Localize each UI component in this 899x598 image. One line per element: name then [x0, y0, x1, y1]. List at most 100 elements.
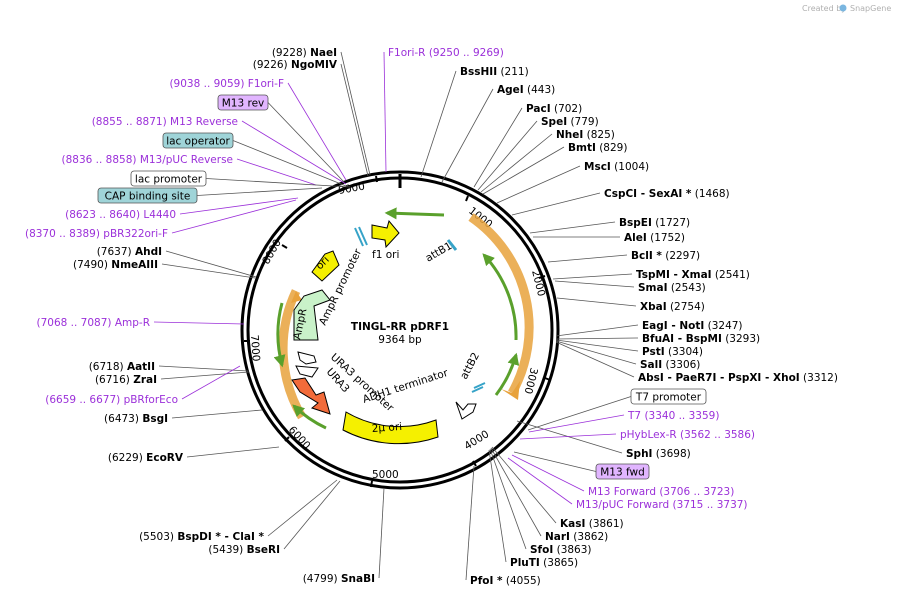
restriction-site-label[interactable]: NarI (3862): [545, 531, 608, 543]
site-leader: [555, 341, 635, 378]
primer-label[interactable]: (9038 .. 9059) F1ori-F: [169, 78, 284, 90]
site-leader: [420, 70, 457, 178]
svg-text:AleI (1752): AleI (1752): [624, 232, 685, 244]
primer-label[interactable]: F1ori-R (9250 .. 9269): [388, 47, 504, 59]
restriction-site-label[interactable]: PluTI (3865): [510, 557, 578, 569]
primer-label[interactable]: (8370 .. 8389) pBR322ori-F: [25, 228, 168, 240]
site-name: AatII: [127, 361, 155, 373]
primer-range: (7068 .. 7087): [37, 317, 115, 329]
restriction-site-label[interactable]: TspMI - XmaI (2541): [636, 269, 750, 281]
site-leader: [267, 479, 338, 537]
restriction-site-label[interactable]: (6718) AatII: [89, 361, 155, 373]
restriction-site-label[interactable]: (6473) BsgI: [104, 413, 168, 425]
restriction-site-label[interactable]: BclI * (2297): [631, 250, 700, 262]
tick-2000: 2000: [529, 269, 547, 298]
restriction-site-label[interactable]: BspEI (1727): [619, 217, 690, 229]
restriction-site-label[interactable]: (6716) ZraI: [95, 374, 157, 386]
feature-2mu-ori[interactable]: [342, 411, 439, 445]
restriction-site-label[interactable]: AbsI - PaeR7I - PspXI - XhoI (3312): [638, 372, 838, 384]
svg-text:pHybLex-R (3562 .. 3586): pHybLex-R (3562 .. 3586): [620, 429, 755, 441]
restriction-site-label[interactable]: AleI (1752): [624, 232, 685, 244]
site-name: MscI: [584, 161, 611, 173]
restriction-site-label[interactable]: (5503) BspDI * - ClaI *: [139, 531, 264, 543]
restriction-site-label[interactable]: SfoI (3863): [530, 544, 592, 556]
restriction-site-label[interactable]: EagI - NotI (3247): [642, 320, 743, 332]
restriction-site-label[interactable]: (9226) NgoMIV: [253, 59, 338, 71]
restriction-site-label[interactable]: PfoI * (4055): [470, 575, 541, 587]
feature-adh1-terminator[interactable]: [455, 401, 477, 420]
primer-range: (3715 .. 3737): [673, 499, 748, 511]
feature-box-label[interactable]: T7 promoter: [630, 388, 707, 405]
primer-range: (3340 .. 3359): [644, 410, 719, 422]
tick-9000: 9000: [337, 175, 378, 197]
site-position: (3863): [553, 544, 591, 556]
primer-name: T7: [627, 410, 644, 422]
site-name: BseRI: [247, 544, 280, 556]
restriction-site-label[interactable]: SphI (3698): [626, 448, 691, 460]
feature-lac-marker[interactable]: [354, 226, 368, 247]
site-name: SfoI: [530, 544, 553, 556]
restriction-site-label[interactable]: NheI (825): [556, 129, 615, 141]
restriction-site-label[interactable]: BssHII (211): [460, 66, 529, 78]
svg-text:(4799) SnaBI: (4799) SnaBI: [303, 573, 375, 585]
site-position: (3293): [722, 333, 760, 345]
primer-label[interactable]: (7068 .. 7087) Amp-R: [37, 317, 151, 329]
restriction-site-label[interactable]: MscI (1004): [584, 161, 649, 173]
site-leader: [529, 221, 616, 234]
restriction-site-label[interactable]: SmaI (2543): [638, 282, 706, 294]
primer-label[interactable]: M13 Forward (3706 .. 3723): [588, 486, 734, 498]
feature-box-label[interactable]: lac promoter: [130, 170, 207, 187]
primer-label[interactable]: pHybLex-R (3562 .. 3586): [620, 429, 755, 441]
restriction-site-label[interactable]: (6229) EcoRV: [108, 452, 184, 464]
primer-range: (8623 .. 8640): [65, 209, 143, 221]
restriction-site-label[interactable]: AgeI (443): [497, 84, 555, 96]
restriction-site-label[interactable]: BfuAI - BspMI (3293): [642, 333, 760, 345]
primer-range: (3706 .. 3723): [659, 486, 734, 498]
restriction-site-label[interactable]: PacI (702): [526, 103, 582, 115]
restriction-site-label[interactable]: (7490) NmeAIII: [73, 259, 158, 271]
restriction-site-label[interactable]: (4799) SnaBI: [303, 573, 375, 585]
restriction-site-label[interactable]: KasI (3861): [560, 518, 624, 530]
primer-label[interactable]: (8855 .. 8871) M13 Reverse: [92, 116, 238, 128]
site-name: EcoRV: [146, 452, 184, 464]
restriction-site-label[interactable]: SalI (3306): [640, 359, 700, 371]
site-name: SphI: [626, 448, 652, 460]
svg-text:PacI (702): PacI (702): [526, 103, 582, 115]
feature-ura3[interactable]: [291, 377, 331, 415]
site-position: (3247): [704, 320, 742, 332]
feature-attb1-marker[interactable]: [446, 239, 458, 251]
primer-label[interactable]: (8623 .. 8640) L4440: [65, 209, 176, 221]
feature-attb2-marker[interactable]: [471, 382, 486, 393]
primer-label[interactable]: (8836 .. 8858) M13/pUC Reverse: [61, 154, 233, 166]
primer-name: M13 Forward: [588, 486, 659, 498]
svg-text:BfuAI - BspMI (3293): BfuAI - BspMI (3293): [642, 333, 760, 345]
site-name: BssHII: [460, 66, 497, 78]
restriction-site-label[interactable]: BmtI (829): [568, 142, 627, 154]
svg-text:AbsI - PaeR7I - PspXI -: AbsI - PaeR7I - PspXI - XhoI (3312): [638, 372, 838, 384]
restriction-site-label[interactable]: (7637) AhdI: [97, 246, 162, 258]
feature-box-label[interactable]: M13 rev: [217, 94, 269, 111]
restriction-site-label[interactable]: (5439) BseRI: [208, 544, 280, 556]
site-name: EagI - NotI: [642, 320, 704, 332]
feature-box-label[interactable]: lac operator: [162, 132, 234, 149]
primer-label[interactable]: T7 (3340 .. 3359): [627, 410, 719, 422]
tick-label: 9000: [337, 180, 365, 196]
feature-box-label[interactable]: CAP binding site: [97, 187, 198, 204]
feature-f1-ori-arrow[interactable]: [371, 219, 400, 249]
primer-label[interactable]: (6659 .. 6677) pBRforEco: [45, 394, 178, 406]
feature-orange-arc-right[interactable]: [468, 213, 534, 396]
feature-ura3-promoter[interactable]: [295, 365, 319, 378]
svg-text:SpeI (779): SpeI (779): [541, 116, 599, 128]
feature-ampr-promoter[interactable]: [297, 351, 317, 365]
svg-text:AgeI (443): AgeI (443): [497, 84, 555, 96]
restriction-site-label[interactable]: PstI (3304): [642, 346, 703, 358]
restriction-site-label[interactable]: XbaI (2754): [640, 301, 705, 313]
restriction-site-label[interactable]: CspCI - SexAI * (1468): [604, 188, 730, 200]
primer-label[interactable]: M13/pUC Forward (3715 .. 3737): [576, 499, 748, 511]
restriction-site-label[interactable]: SpeI (779): [541, 116, 599, 128]
feature-ampr[interactable]: [293, 289, 331, 341]
feature-box-label[interactable]: M13 fwd: [595, 463, 650, 480]
site-leader: [489, 448, 527, 550]
restriction-site-label[interactable]: (9228) NaeI: [272, 47, 337, 59]
feature-ori[interactable]: [311, 250, 340, 282]
